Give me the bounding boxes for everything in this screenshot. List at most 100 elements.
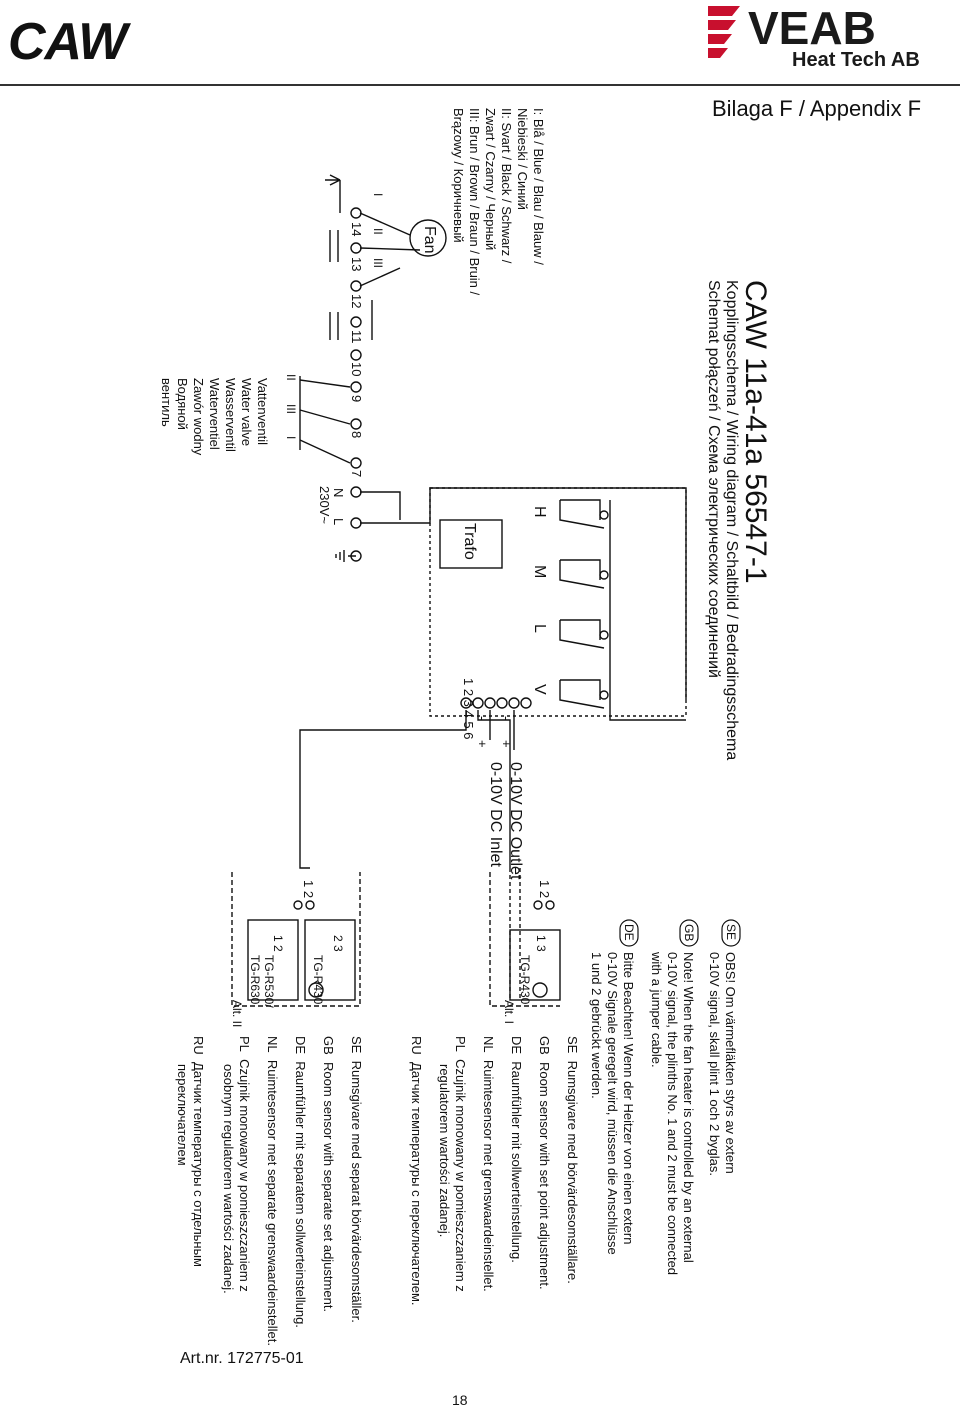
connector-label: 1 2: [301, 880, 316, 899]
wire-colour-line: I: Blå / Blue / Blau / Blauw /: [531, 108, 546, 265]
note-se: OBS! Om värmefläkten styrs av extern 0-1…: [706, 952, 738, 1176]
note-lang-badge: SE: [724, 924, 738, 941]
note-se-badge: [721, 919, 741, 947]
terminal-label: 14: [349, 222, 364, 237]
terminal-label: 10: [349, 362, 364, 377]
terminal-l: [350, 517, 362, 529]
alt1-desc-pl: PL Czujnik monowany w pomieszczaniem z r…: [436, 1036, 468, 1292]
appendix-label: Bilaga F / Appendix F: [712, 96, 922, 121]
model-title: CAW 11a-41a 56547-1: [739, 280, 772, 584]
desc-line: regulatorem wartości zadanej.: [437, 1064, 452, 1238]
terminal-label: 12: [349, 294, 364, 309]
fan-wire-label: II: [371, 228, 385, 235]
sensor-a-pins: 1 3: [534, 935, 548, 952]
valve-wire-label: III: [284, 404, 298, 415]
lang-tag: PL: [453, 1036, 468, 1052]
fan-label: Fan: [421, 226, 438, 254]
alt1-desc-de: DE Raumfühler mit sollwerteinstellung.: [508, 1036, 524, 1263]
note-line: OBS! Om värmefläkten styrs av extern: [723, 952, 738, 1174]
alt-1-label: Alt. I: [502, 1000, 516, 1025]
lang-tag: SE: [565, 1036, 580, 1054]
note-de-badge: [619, 919, 639, 947]
alt1-desc-ru: RU Датчик температуры с переключателем.: [408, 1036, 424, 1306]
alt1-desc-nl: NL Ruimtesensor met grenswaardeinstellet…: [480, 1036, 496, 1292]
lang-tag: GB: [537, 1036, 552, 1055]
desc-line: Rumsgivare med börvärdesomställare.: [565, 1060, 580, 1284]
note-line: 0-10V Signale geregelt wird, müssen die …: [605, 952, 620, 1255]
switch-label-l: L: [531, 624, 548, 633]
desc-line: Rumsgivare med separat börvärdesomställe…: [349, 1060, 364, 1323]
terminal-14: [350, 207, 362, 219]
alt1-desc-gb: GB Room sensor with set point adjustment…: [536, 1036, 552, 1290]
polarity-mark: -: [499, 716, 514, 721]
valve-wire-label: II: [284, 374, 298, 381]
sensor-a-label: TG-R430: [518, 955, 532, 1005]
terminal-label: N: [331, 488, 346, 498]
logo-subtitle: Heat Tech AB: [792, 49, 920, 70]
water-valve-label: Vattenventil Water valve Wasserventil Wa…: [158, 378, 270, 455]
trafo-label: Trafo: [461, 523, 478, 560]
lang-tag: RU: [191, 1036, 206, 1055]
wire-colour-line: Zwart / Czarny / Черный: [483, 108, 498, 251]
terminal-9: [350, 381, 362, 393]
polarity-mark: +: [499, 740, 514, 748]
fan-symbol: [409, 219, 447, 257]
sensor-b-pins: 2 3: [331, 935, 345, 952]
terminal-label: 9: [349, 395, 364, 403]
valve-line: Водяной: [175, 378, 190, 430]
switch-label-h: H: [531, 506, 548, 518]
wire-colour-line: III: Brun / Brown / Braun / Bruin /: [467, 108, 482, 296]
note-lang-badge: DE: [622, 924, 636, 941]
desc-line: Room sensor with set point adjustment.: [537, 1062, 552, 1290]
lang-tag: DE: [293, 1036, 308, 1055]
alt2-desc-se: SE Rumsgivare med separat börvärdesomstä…: [348, 1036, 364, 1323]
outlet-label: 0-10V DC Outlet: [507, 762, 524, 880]
article-number: Art.nr. 172775-01: [180, 1350, 304, 1367]
sensor-c-box: [247, 919, 299, 1001]
switch-bank: [559, 499, 686, 721]
desc-line: Ruimtesensor met grenswaardeinstellet.: [481, 1059, 496, 1292]
note-line: 0-10V signal, skall plint 1 och 2 byglas…: [707, 952, 722, 1177]
note-gb-badge: [679, 919, 699, 947]
lang-tag: NL: [481, 1036, 496, 1053]
lang-tag: SE: [349, 1036, 364, 1054]
sensor-a-box: [509, 929, 561, 1001]
supply-voltage: 230V~: [317, 486, 332, 524]
sensor-b-label: TG-R430: [311, 955, 325, 1005]
desc-line: Czujnik monowany w pomieszczaniem z: [237, 1059, 252, 1292]
wire-colour-legend: I: Blå / Blue / Blau / Blauw / Niebieski…: [450, 108, 546, 295]
sensor-c-label: TG-R530/: [262, 955, 276, 1008]
terminal-11: [350, 316, 362, 328]
control-box: [429, 487, 687, 717]
alt-2-label: Alt. II: [230, 1000, 244, 1028]
terminal-block-1-6: [299, 697, 532, 869]
alt2-desc-gb: GB Room sensor with separate set adjustm…: [320, 1036, 336, 1312]
doc-title: CAW: [8, 13, 127, 71]
note-line: 1 und 2 gebrückt werden.: [589, 952, 604, 1099]
desc-line: Raumfühler mit sollwerteinstellung.: [509, 1061, 524, 1263]
lang-tag: NL: [265, 1036, 280, 1053]
alt2-desc-ru: RU Датчик температуры с отдельным перекл…: [174, 1036, 206, 1267]
valve-line: Water valve: [239, 378, 254, 447]
terminal-label: 11: [349, 330, 364, 344]
note-de: Bitte Beachten! Wenn der Heitzer von ein…: [588, 952, 636, 1255]
switch-label-m: M: [531, 565, 548, 579]
wire-colour-line: Niebieski / Синий: [515, 108, 530, 210]
trafo-box: [439, 519, 503, 569]
note-gb: Note! When the fan heater is controlled …: [648, 952, 696, 1275]
diagram-subtitle-2: Schemat połączeń / Схема электрических с…: [705, 280, 722, 678]
sensor-b-box: [304, 919, 356, 1001]
terminal-7: [350, 457, 362, 469]
valve-line: Wasserventil: [223, 378, 238, 452]
switch-label-v: V: [531, 684, 548, 695]
lang-tag: DE: [509, 1036, 524, 1055]
terminal-block-numbers: 1 2 3 4 5 6: [461, 678, 476, 740]
terminal-label: 8: [349, 431, 364, 439]
lang-tag: PL: [237, 1036, 252, 1052]
alt2-desc-pl: PL Czujnik monowany w pomieszczaniem z o…: [220, 1036, 252, 1294]
terminal-label: 13: [349, 257, 364, 272]
desc-line: переключателем: [175, 1064, 190, 1166]
terminal-label: 7: [349, 470, 364, 478]
note-line: Bitte Beachten! Wenn der Heitzer von ein…: [621, 952, 636, 1245]
fan-wire-label: III: [371, 258, 385, 269]
